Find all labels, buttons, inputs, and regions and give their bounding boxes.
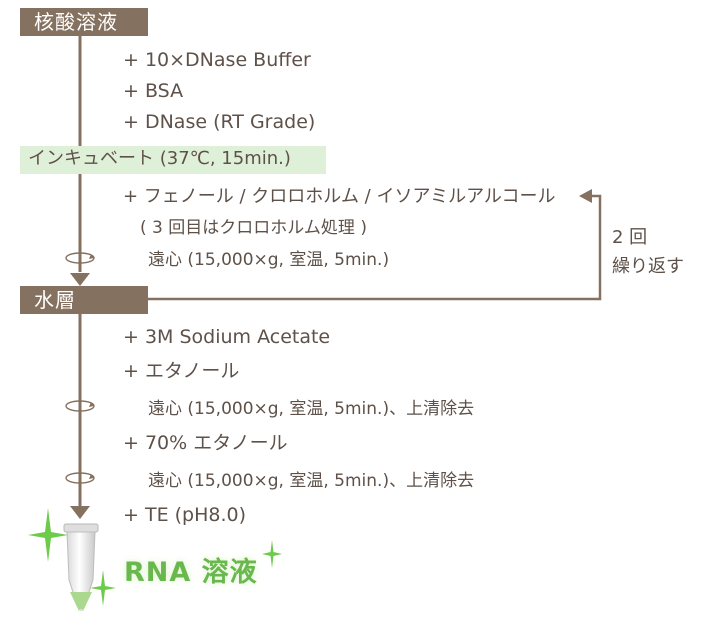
step-add-dnase: + DNase (RT Grade) xyxy=(123,111,316,133)
step-spin-2: 遠心 (15,000×g, 室温, 5min.)、上清除去 xyxy=(148,399,475,419)
incubate-step: インキュベート (37℃, 15min.) xyxy=(20,146,326,174)
step-add-buffer: + 10×DNase Buffer xyxy=(123,49,311,71)
step-add-ethanol-70: + 70% エタノール xyxy=(123,432,288,454)
arrow-to-tube xyxy=(70,506,90,519)
phenol-note: ( 3 回目はクロロホルム処理 ) xyxy=(140,218,367,238)
step-add-ethanol: + エタノール xyxy=(123,360,240,382)
repeat-times: 2 回 xyxy=(612,227,648,248)
step-spin-3: 遠心 (15,000×g, 室温, 5min.)、上清除去 xyxy=(148,471,475,491)
step-add-te: + TE (pH8.0) xyxy=(123,504,246,526)
sparkle-icon xyxy=(262,540,282,568)
start-label: 核酸溶液 xyxy=(20,8,148,36)
centrifuge-rotation-icon xyxy=(65,400,95,412)
repeat-text: 繰り返す xyxy=(612,256,684,277)
result-rna-solution: RNA 溶液 xyxy=(124,557,258,588)
sparkle-icon xyxy=(28,508,68,562)
step-add-bsa: + BSA xyxy=(123,80,184,102)
aqueous-label: 水層 xyxy=(20,286,148,314)
centrifuge-rotation-icon xyxy=(65,252,95,264)
microtube-icon xyxy=(63,523,99,611)
arrow-to-aqueous xyxy=(70,273,90,286)
sparkle-icon xyxy=(90,570,116,606)
step-spin-1: 遠心 (15,000×g, 室温, 5min.) xyxy=(148,250,390,270)
repeat-loop-arrow xyxy=(579,189,592,203)
step-add-sodium-acetate: + 3M Sodium Acetate xyxy=(123,326,331,348)
centrifuge-rotation-icon xyxy=(65,472,95,484)
repeat-loop-line xyxy=(147,194,602,301)
step-add-phenol: + フェノール / クロロホルム / イソアミルアルコール xyxy=(123,186,556,207)
